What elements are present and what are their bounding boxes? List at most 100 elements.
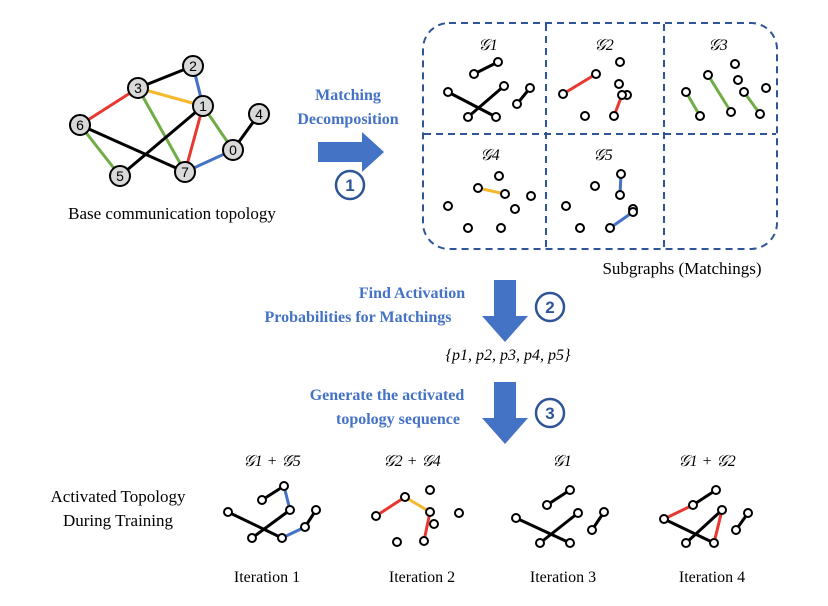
subgraph-2-vertex-7 bbox=[580, 111, 590, 121]
step3-line1: Generate the activated bbox=[310, 387, 465, 404]
subgraph-2-vertex-5 bbox=[617, 90, 627, 100]
edge-6-7 bbox=[79, 123, 186, 174]
iteration-2-graph-edge-0 bbox=[375, 495, 406, 518]
node-3: 3 bbox=[127, 77, 149, 99]
base-caption: Base communication topology bbox=[68, 204, 276, 223]
activated-label-line2: During Training bbox=[63, 511, 174, 530]
subgraph-2-vertex-2 bbox=[615, 57, 625, 67]
subgraph-4-vertex-5 bbox=[526, 191, 536, 201]
subgraph-3-vertex-2 bbox=[703, 70, 713, 80]
node-label-7: 7 bbox=[181, 164, 189, 180]
iteration-2-graph-vertex-0 bbox=[371, 511, 381, 521]
iteration-2-graph-vertex-4 bbox=[429, 519, 439, 529]
step1-number-badge: 1 bbox=[334, 169, 366, 201]
step1-line2: Decomposition bbox=[297, 111, 398, 128]
iteration-4-graph-edge-2 bbox=[684, 508, 724, 545]
node-label-1: 1 bbox=[199, 98, 207, 114]
subgraph-4-vertex-1 bbox=[473, 183, 483, 193]
iteration-1-graph-vertex-3 bbox=[285, 505, 295, 515]
iteration-4-formula: 𝒢1 + 𝒢2 bbox=[678, 453, 736, 470]
iteration-3-graph bbox=[511, 485, 609, 548]
iteration-3-graph-vertex-5 bbox=[565, 538, 575, 548]
subgraph-label-4: 𝒢4 bbox=[480, 147, 499, 164]
iteration-3-graph-vertex-6 bbox=[587, 525, 597, 535]
node-7: 7 bbox=[174, 161, 196, 183]
iteration-3-graph-edge-1 bbox=[515, 516, 571, 545]
iteration-1-graph-edge-1 bbox=[227, 510, 283, 540]
subgraph-4 bbox=[443, 171, 536, 233]
subgraph-1-vertex-7 bbox=[525, 83, 535, 93]
subgraph-1-vertex-5 bbox=[491, 112, 501, 122]
iteration-4-graph-vertex-6 bbox=[731, 525, 741, 535]
subgraph-3-vertex-7 bbox=[755, 109, 765, 119]
subgraph-4-vertex-0 bbox=[443, 201, 453, 211]
node-6: 6 bbox=[69, 114, 91, 136]
subgraph-2 bbox=[558, 57, 632, 121]
subgraph-1-vertex-3 bbox=[499, 81, 509, 91]
subgraph-3-vertex-0 bbox=[681, 87, 691, 97]
subgraph-1 bbox=[443, 57, 535, 122]
probabilities: {p1, p2, p3, p4, p5} bbox=[446, 347, 571, 364]
subgraph-3-vertex-6 bbox=[739, 87, 749, 97]
subgraph-1-edge-2 bbox=[467, 84, 505, 119]
node-label-0: 0 bbox=[229, 142, 237, 158]
subgraph-4-vertex-2 bbox=[494, 171, 504, 181]
subgraph-3-vertex-3 bbox=[726, 107, 736, 117]
step2-number: 2 bbox=[545, 298, 554, 317]
subgraph-3 bbox=[681, 59, 771, 121]
edge-3-1 bbox=[137, 86, 204, 108]
iteration-4-graph-vertex-3 bbox=[717, 505, 727, 515]
iteration-1-graph-edge-2 bbox=[251, 508, 291, 540]
subgraph-label-5: 𝒢5 bbox=[593, 147, 612, 164]
iteration-3-graph-vertex-2 bbox=[511, 513, 521, 523]
iteration-3-graph-vertex-7 bbox=[599, 507, 609, 517]
node-0: 0 bbox=[222, 139, 244, 161]
iteration-3-formula: 𝒢1 bbox=[552, 453, 571, 470]
step2-arrow bbox=[482, 280, 528, 342]
iteration-1-graph-vertex-0 bbox=[257, 495, 267, 505]
node-label-6: 6 bbox=[76, 117, 84, 133]
iteration-1-caption: Iteration 1 bbox=[234, 569, 300, 586]
subgraph-label-1: 𝒢1 bbox=[478, 37, 497, 54]
step2-line2: Probabilities for Matchings bbox=[265, 309, 452, 326]
node-5: 5 bbox=[109, 165, 131, 187]
step3-number-badge: 3 bbox=[534, 397, 566, 429]
iteration-1-graph-vertex-2 bbox=[223, 507, 233, 517]
subgraph-5-vertex-7 bbox=[575, 223, 585, 233]
iteration-1-graph-vertex-1 bbox=[279, 481, 289, 491]
node-4: 4 bbox=[248, 103, 270, 125]
step2-line1: Find Activation bbox=[359, 285, 465, 302]
step3-number: 3 bbox=[545, 404, 554, 423]
iteration-3-graph-vertex-3 bbox=[573, 508, 583, 518]
iteration-3-graph-vertex-1 bbox=[565, 485, 575, 495]
step3-arrow bbox=[482, 382, 528, 444]
subgraphs-caption: Subgraphs (Matchings) bbox=[602, 259, 761, 278]
iteration-2-graph-vertex-6 bbox=[419, 536, 429, 546]
subgraph-label-2: 𝒢2 bbox=[594, 37, 613, 54]
step1-number: 1 bbox=[345, 176, 354, 195]
subgraph-1-vertex-2 bbox=[443, 87, 453, 97]
subgraph-4-vertex-4 bbox=[510, 204, 520, 214]
iteration-1-formula: 𝒢1 + 𝒢5 bbox=[243, 453, 301, 470]
iteration-4-graph-vertex-0 bbox=[688, 500, 698, 510]
subgraph-3-vertex-5 bbox=[733, 75, 743, 85]
iteration-3-graph-edge-2 bbox=[539, 511, 579, 545]
node-label-4: 4 bbox=[255, 106, 263, 122]
edge-6-3 bbox=[79, 86, 139, 127]
iteration-4-caption: Iteration 4 bbox=[679, 569, 745, 586]
iteration-4-graph bbox=[659, 485, 753, 548]
mini-graphs bbox=[223, 57, 771, 548]
iteration-4-graph-edge-4 bbox=[663, 503, 694, 521]
step1-line1: Matching bbox=[315, 87, 381, 104]
subgraph-3-edge-1 bbox=[706, 74, 733, 113]
iteration-4-graph-vertex-7 bbox=[743, 508, 753, 518]
iteration-2-formula: 𝒢2 + 𝒢4 bbox=[383, 453, 441, 470]
iteration-1-graph-vertex-7 bbox=[311, 505, 321, 515]
edge-1-5 bbox=[119, 104, 204, 178]
edge-1-7 bbox=[183, 105, 205, 173]
iteration-1-graph-vertex-6 bbox=[300, 522, 310, 532]
iteration-3-caption: Iteration 3 bbox=[530, 569, 596, 586]
subgraph-3-vertex-4 bbox=[730, 59, 740, 69]
iteration-4-graph-vertex-4 bbox=[681, 538, 691, 548]
